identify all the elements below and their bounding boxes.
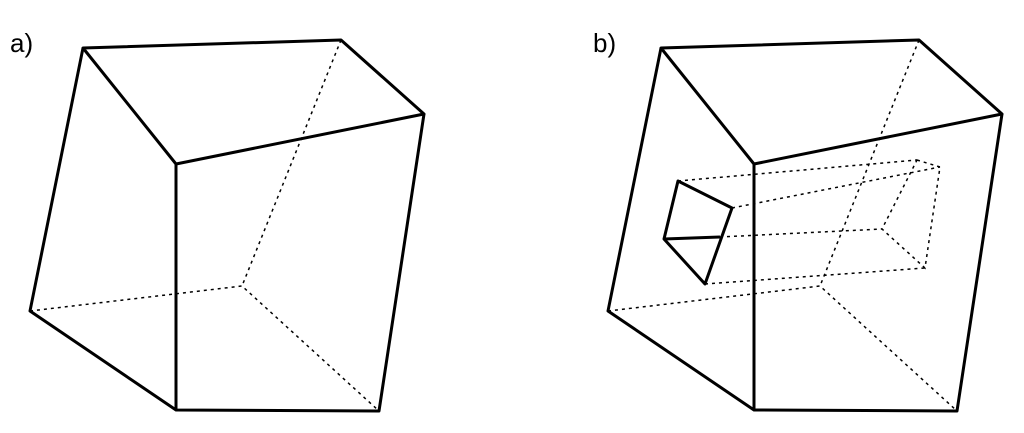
tunnel-front-line [663, 235, 721, 241]
tunnel-edge [704, 267, 926, 285]
tunnel-edge [731, 166, 941, 209]
cube-a [28, 38, 426, 413]
tunnel-back-face [881, 159, 941, 270]
hidden-edges [607, 285, 958, 412]
hidden-edges [29, 285, 380, 412]
hidden-edge [241, 39, 342, 287]
tunnel-front-face [662, 179, 734, 286]
top-face [659, 38, 1004, 166]
top-face [81, 38, 426, 166]
cube-b [606, 38, 1004, 413]
hidden-edge [819, 39, 920, 287]
panel-a-label: a) [10, 28, 34, 58]
tunnel-edge [677, 159, 918, 182]
outline [28, 47, 426, 413]
tunnel-edge [719, 228, 883, 238]
panel-b-label: b) [593, 28, 617, 58]
